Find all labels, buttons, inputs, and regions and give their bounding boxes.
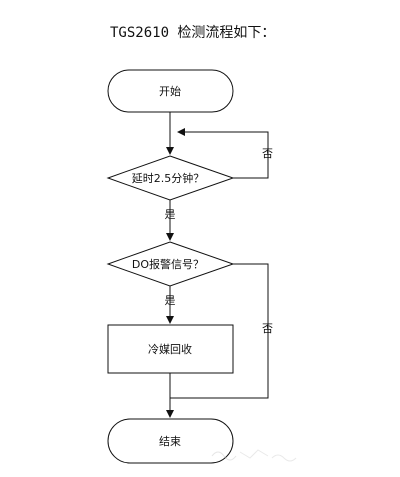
delay-yes-label: 是 bbox=[165, 208, 176, 221]
delay-decision: 延时2.5分钟？ bbox=[106, 155, 235, 201]
start-label: 开始 bbox=[159, 84, 181, 98]
watermark bbox=[211, 449, 297, 462]
alarm-decision: DO报警信号？ bbox=[106, 241, 235, 287]
alarm-no-label: 否 bbox=[262, 322, 273, 335]
start-node: 开始 bbox=[107, 69, 234, 113]
alarm-yes-label: 是 bbox=[165, 294, 176, 307]
process-node: 冷媒回收 bbox=[107, 324, 234, 374]
process-label: 冷媒回收 bbox=[148, 342, 192, 356]
page-title: TGS2610 检测流程如下： bbox=[110, 25, 276, 41]
arrow-alarm-no bbox=[170, 263, 269, 399]
end-node: 结束 bbox=[107, 418, 234, 464]
arrow-delay-no-loop bbox=[177, 128, 269, 179]
end-label: 结束 bbox=[159, 435, 181, 448]
alarm-decision-label: DO报警信号？ bbox=[132, 257, 204, 271]
delay-decision-label: 延时2.5分钟？ bbox=[132, 171, 205, 185]
delay-no-label: 否 bbox=[262, 147, 273, 160]
